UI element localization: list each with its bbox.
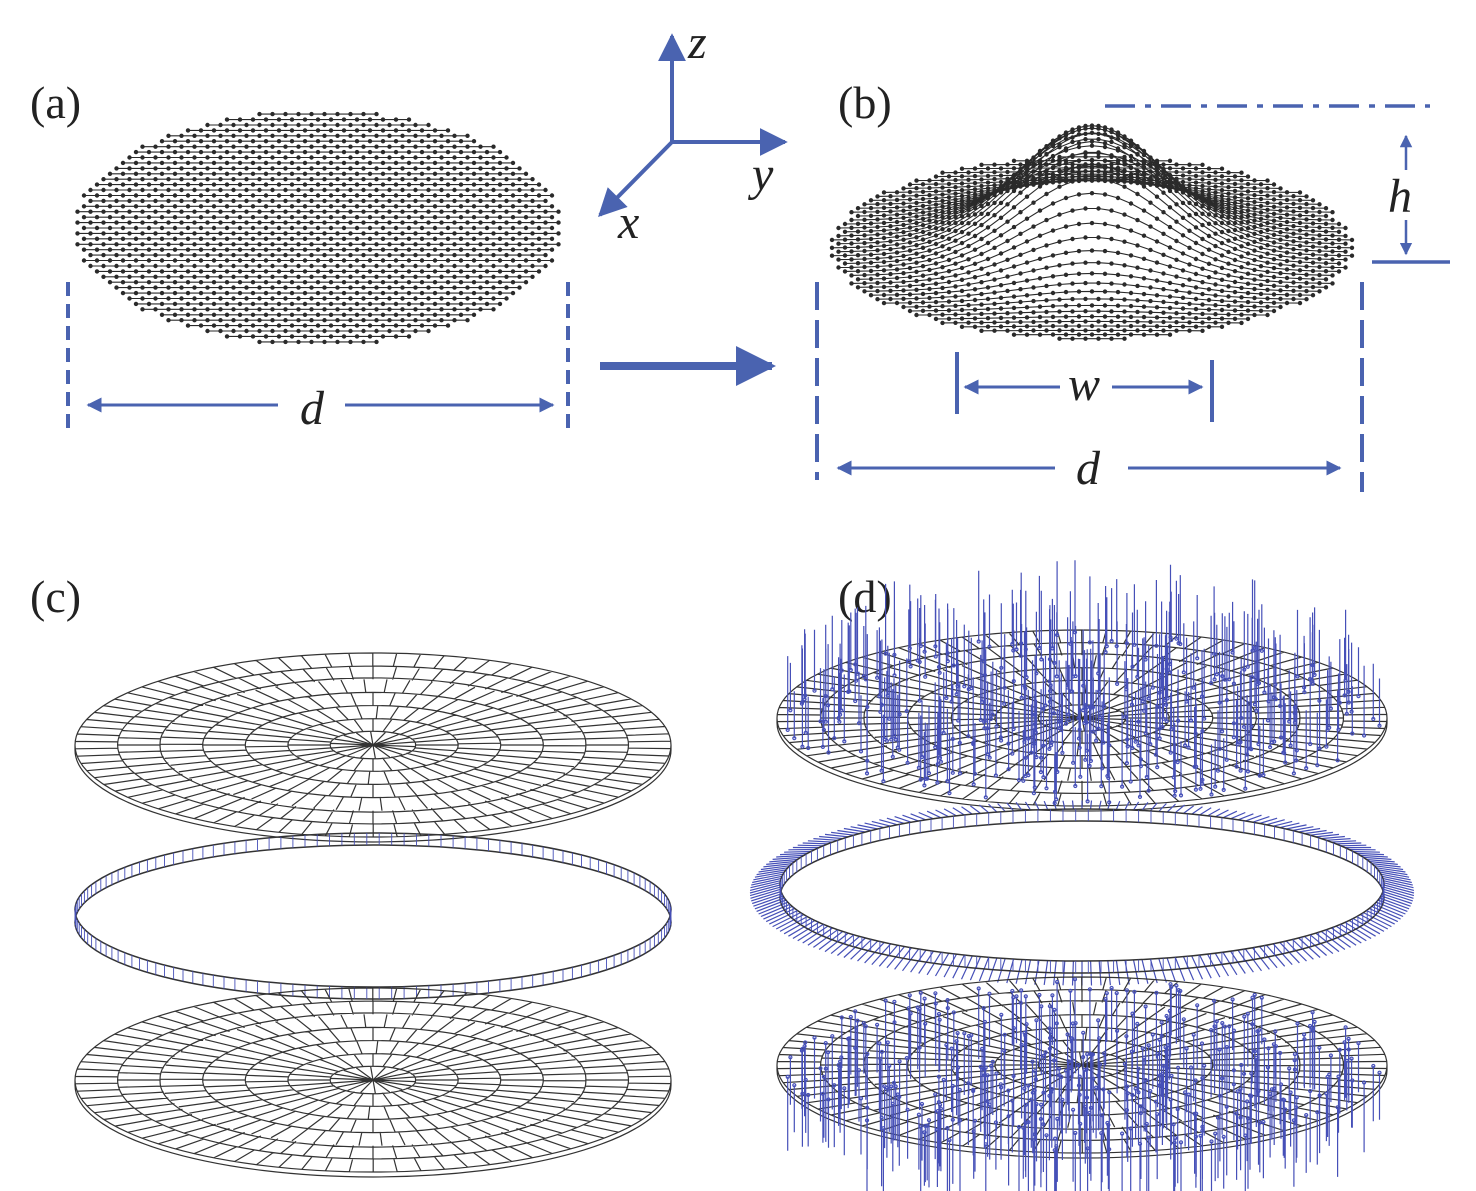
panel-b: h w d: [815, 104, 1450, 495]
graphene-bulged-sheet: [829, 123, 1355, 341]
ring-mesh-lines-ticks: [74, 833, 672, 999]
ring-mesh-lines-ticks: [779, 809, 1385, 973]
panel-label-d: (d): [838, 571, 892, 622]
x-axis-arrow: [598, 140, 674, 217]
ring-mesh-with-vectors: [749, 800, 1415, 986]
disk-mesh-top-lines: [74, 652, 672, 843]
lattice-bonds: [77, 113, 559, 343]
panel-c: [74, 652, 672, 1178]
disk-mesh-bottom-with-vectors: [776, 976, 1388, 1191]
w-label: w: [1068, 358, 1100, 411]
x-axis-label: x: [617, 196, 639, 249]
panel-a: d: [66, 111, 570, 435]
force-vectors: [785, 560, 1382, 806]
force-vectors: [785, 977, 1382, 1191]
disk-mesh-bottom-lines: [74, 987, 672, 1178]
disk-mesh-top: [74, 652, 672, 843]
lattice-atoms: [75, 111, 561, 345]
axis-triad: z y x: [598, 16, 788, 249]
disk-mesh-bottom: [74, 987, 672, 1178]
panel-label-b: (b): [838, 77, 892, 128]
panel-d: [749, 560, 1415, 1191]
d-label-a: d: [300, 382, 325, 435]
panel-label-c: (c): [30, 571, 81, 622]
h-label: h: [1388, 170, 1412, 223]
y-axis-label: y: [747, 148, 774, 201]
z-axis-label: z: [687, 16, 707, 69]
panel-label-a: (a): [30, 77, 81, 128]
graphene-flat-sheet: [75, 111, 561, 345]
radial-vectors: [749, 800, 1415, 986]
ring-mesh-middle: [74, 832, 672, 1000]
d-label-b: d: [1076, 442, 1101, 495]
lattice-atoms: [829, 123, 1355, 341]
disk-mesh-top-with-vectors: [776, 560, 1388, 812]
